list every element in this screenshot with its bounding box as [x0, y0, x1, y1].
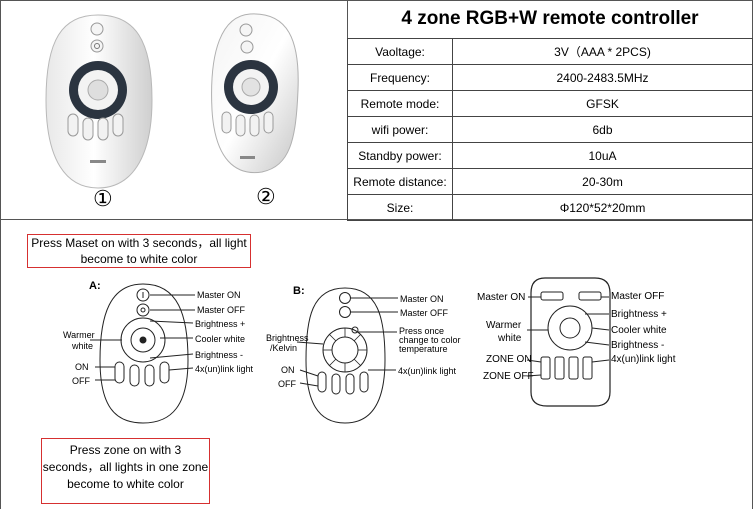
remote-photos-illustration [45, 13, 299, 189]
diagram-c-remote [526, 277, 611, 407]
table-row: Remote distance:20-30m [347, 168, 753, 195]
diagram-c-master-on: Master ON [477, 292, 526, 303]
spec-value: 3V（AAA * 2PCS) [452, 38, 753, 65]
diagram-a-letter: A: [89, 280, 101, 292]
spec-value: GFSK [452, 90, 753, 117]
diagram-c-warmer-white-line2: white [498, 333, 522, 344]
spec-value: 6db [452, 116, 753, 143]
spec-label: Size: [347, 194, 453, 221]
diagram-a-off: OFF [72, 376, 90, 386]
diagram-c-cooler-white: Cooler white [611, 325, 667, 336]
diagram-b-off: OFF [278, 379, 296, 389]
diagram-b-on: ON [281, 365, 295, 375]
diagram-b-letter: B: [293, 285, 305, 297]
diagram-a-master-off: Master OFF [197, 305, 246, 315]
diagram-c-zone-on: ZONE ON [486, 354, 532, 365]
diagram-a-remote [90, 283, 195, 424]
table-row: Standby power:10uA [347, 142, 753, 169]
spec-value: 10uA [452, 142, 753, 169]
diagram-b-brightness-line2: /Kelvin [270, 343, 298, 353]
spec-value: Φ120*52*20mm [452, 194, 753, 221]
button-diagrams [90, 277, 611, 424]
diagram-c-brightness-minus: Brightness - [611, 340, 665, 351]
table-row: wifi power:6db [347, 116, 753, 143]
diagram-b-brightness-line1: Brightness [266, 333, 309, 343]
diagram-c-brightness-plus: Brightness + [611, 309, 667, 320]
diagram-b-press-once-line2: change to color [399, 335, 461, 345]
table-row: Remote mode:GFSK [347, 90, 753, 117]
table-row: Size:Φ120*52*20mm [347, 194, 753, 221]
spec-table: Vaoltage:3V（AAA * 2PCS) Frequency:2400-2… [347, 38, 753, 221]
diagram-b-press-once-line1: Press once [399, 326, 445, 336]
diagram-a-link-light: 4x(un)link light [195, 364, 254, 374]
spec-label: wifi power: [347, 116, 453, 143]
remote-photos: ① ② [0, 0, 347, 219]
remote-2-photo [211, 13, 299, 174]
diagram-c-zone-off: ZONE OFF [483, 371, 534, 382]
top-border [0, 0, 753, 1]
diagram-b-press-once-line3: temperature [399, 344, 448, 354]
diagram-a-brightness-plus: Brightness + [195, 319, 246, 329]
remote-1-photo [45, 14, 153, 189]
spec-label: Remote distance: [347, 168, 453, 195]
diagram-b-master-on: Master ON [400, 294, 444, 304]
diagram-c-link-light: 4x(un)link light [611, 354, 676, 365]
remote-2-number: ② [256, 185, 276, 210]
diagram-a-on: ON [75, 362, 89, 372]
diagram-a-master-on: Master ON [197, 290, 241, 300]
diagram-a-brightness-minus: Brightness - [195, 350, 244, 360]
left-border [0, 0, 1, 509]
spec-value: 20-30m [452, 168, 753, 195]
diagram-a-warmer-white-line2: white [72, 341, 94, 351]
diagram-a-warmer-white-line1: Warmer [63, 330, 95, 340]
spec-label: Vaoltage: [347, 38, 453, 65]
diagram-b-remote [296, 287, 398, 424]
diagram-b-master-off: Master OFF [400, 308, 449, 318]
spec-label: Standby power: [347, 142, 453, 169]
diagram-c-master-off: Master OFF [611, 291, 665, 302]
diagram-b-link-light: 4x(un)link light [398, 366, 457, 376]
table-row: Frequency:2400-2483.5MHz [347, 64, 753, 91]
spec-value: 2400-2483.5MHz [452, 64, 753, 91]
diagram-c-warmer-white-line1: Warmer [486, 320, 522, 331]
zone-on-note: Press zone on with 3 seconds，all lights … [41, 438, 210, 504]
remote-1-number: ① [93, 187, 113, 212]
spec-label: Remote mode: [347, 90, 453, 117]
table-row: Vaoltage:3V（AAA * 2PCS) [347, 38, 753, 65]
spec-title: 4 zone RGB+W remote controller [401, 8, 699, 29]
master-on-note: Press Maset on with 3 seconds，all light … [27, 234, 251, 268]
spec-label: Frequency: [347, 64, 453, 91]
diagram-a-cooler-white: Cooler white [195, 334, 246, 344]
